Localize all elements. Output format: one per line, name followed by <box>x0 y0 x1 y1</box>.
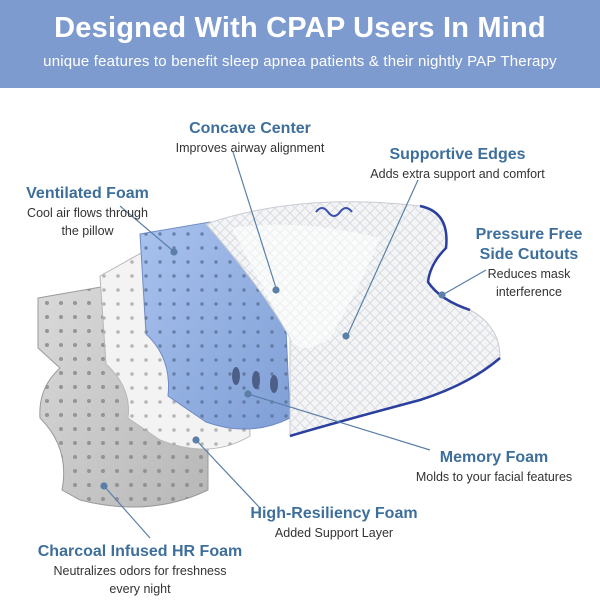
callout-desc-line2: interference <box>495 285 562 299</box>
callout-supportive-edges: Supportive Edges Adds extra support and … <box>355 145 560 183</box>
callout-desc-line1: Reduces mask <box>487 267 571 281</box>
callout-memory-foam: Memory Foam Molds to your facial feature… <box>396 448 592 486</box>
callout-title: Memory Foam <box>439 449 549 466</box>
callout-desc-line2: every night <box>109 582 171 596</box>
callout-desc-line2: the pillow <box>61 224 114 238</box>
callout-title-line2: Side Cutouts <box>479 246 579 263</box>
callout-title: Ventilated Foam <box>26 185 149 202</box>
callout-ventilated-foam: Ventilated Foam Cool air flows through t… <box>10 184 165 240</box>
callout-charcoal-foam: Charcoal Infused HR Foam Neutralizes odo… <box>20 542 260 598</box>
callout-title: Concave Center <box>189 120 311 137</box>
callout-concave-center: Concave Center Improves airway alignment <box>165 119 335 157</box>
callout-desc-line1: Cool air flows through <box>27 206 148 220</box>
pillow-illustration <box>37 151 501 539</box>
header-banner: Designed With CPAP Users In Mind unique … <box>0 0 600 88</box>
page-subtitle: unique features to benefit sleep apnea p… <box>43 53 557 70</box>
callout-hr-foam: High-Resiliency Foam Added Support Layer <box>236 504 432 542</box>
callout-desc: Added Support Layer <box>274 526 394 540</box>
callout-desc: Adds extra support and comfort <box>370 167 545 181</box>
callout-title: Supportive Edges <box>389 146 526 163</box>
callout-desc: Molds to your facial features <box>415 470 573 484</box>
callout-title: High-Resiliency Foam <box>250 505 418 522</box>
callout-pressure-free: Pressure Free Side Cutouts Reduces mask … <box>462 225 596 301</box>
callout-title-line1: Pressure Free <box>475 226 583 243</box>
page-title: Designed With CPAP Users In Mind <box>54 12 546 44</box>
callout-desc-line1: Neutralizes odors for freshness <box>53 564 227 578</box>
callout-desc: Improves airway alignment <box>175 141 325 155</box>
callout-title: Charcoal Infused HR Foam <box>37 543 243 560</box>
